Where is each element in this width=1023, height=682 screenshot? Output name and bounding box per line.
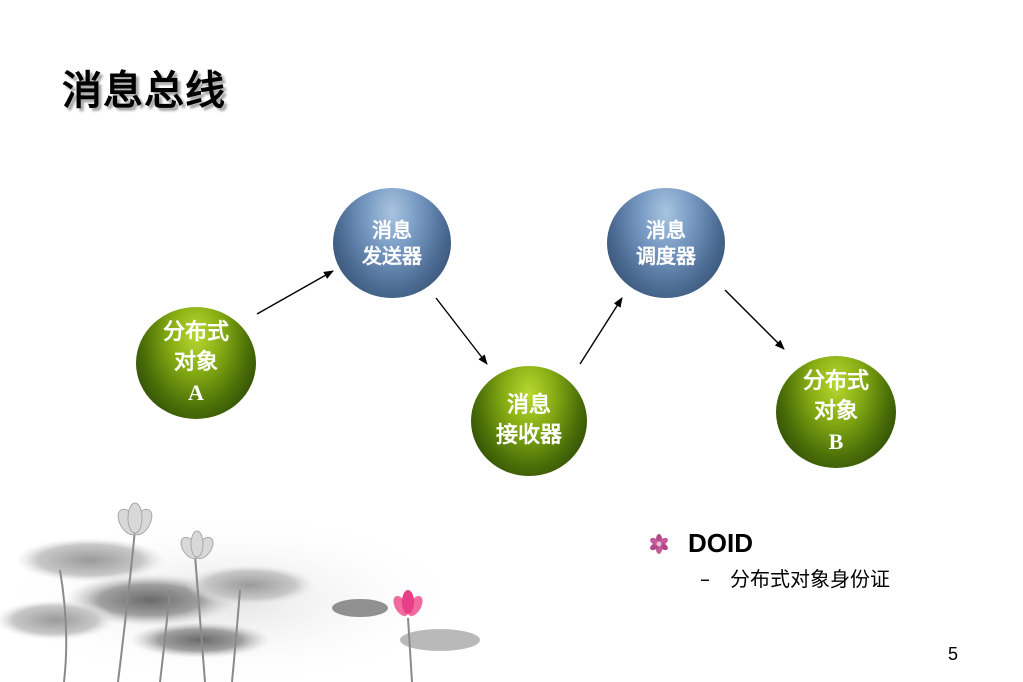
node-label-line: 分布式	[802, 369, 869, 394]
node-label-line: 消息	[372, 218, 412, 242]
bullet-main-text: DOID	[688, 528, 753, 558]
arrow-scheduler-to-b	[724, 289, 785, 350]
node-message-receiver: 消息 接收器	[471, 366, 587, 476]
lotus-flower-icon	[650, 533, 668, 554]
node-label-line: 调度器	[636, 244, 696, 268]
bullet-sub-item: –分布式对象身份证	[700, 563, 890, 592]
node-message-scheduler: 消息 调度器	[607, 188, 725, 298]
node-label-line: B	[828, 429, 844, 454]
node-label-line: 分布式	[162, 320, 229, 345]
arrow-a-to-sender	[256, 270, 334, 315]
page-number: 5	[948, 644, 959, 664]
bullet-list: DOID –分布式对象身份证	[648, 528, 890, 592]
node-distributed-object-a: 分布式 对象 A	[136, 307, 256, 419]
arrow-receiver-to-scheduler	[579, 297, 623, 365]
slide-title: 消息总线	[62, 68, 226, 114]
ink-lotus-painting	[0, 502, 480, 682]
node-label-line: 消息	[646, 218, 686, 242]
node-label-line: A	[188, 380, 204, 405]
node-label-line: 接收器	[495, 423, 562, 448]
node-distributed-object-b: 分布式 对象 B	[776, 356, 896, 468]
node-label-line: 对象	[173, 350, 218, 375]
bullet-item-doid: DOID	[648, 528, 890, 559]
arrow-sender-to-receiver	[435, 297, 488, 365]
node-label-line: 发送器	[362, 244, 422, 268]
node-label-line: 对象	[813, 399, 858, 424]
bullet-sub-text: 分布式对象身份证	[730, 567, 890, 591]
node-label-line: 消息	[506, 393, 551, 418]
node-message-sender: 消息 发送器	[333, 188, 451, 298]
sub-bullet-dash: –	[700, 567, 710, 591]
